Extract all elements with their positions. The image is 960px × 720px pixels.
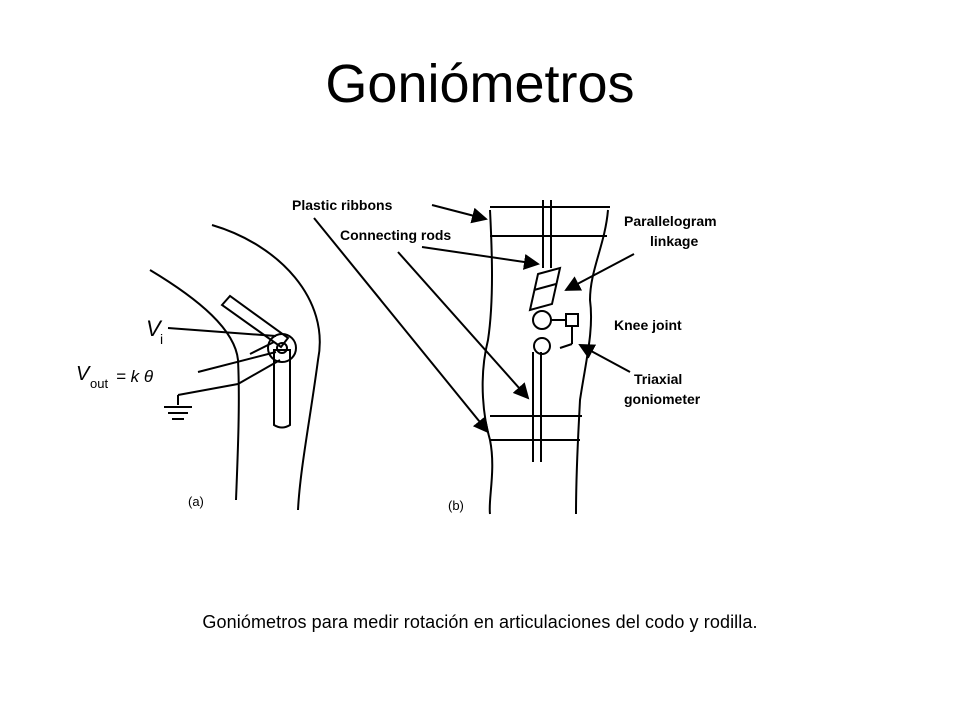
plastic-ribbons-label: Plastic ribbons bbox=[292, 197, 393, 213]
parallelogram-label-1: Parallelogram bbox=[624, 213, 717, 229]
goniometer-pot-1 bbox=[532, 310, 552, 330]
parallelogram-linkage bbox=[528, 266, 562, 312]
lower-rod bbox=[273, 349, 291, 429]
figure-caption: Goniómetros para medir rotación en artic… bbox=[202, 612, 758, 632]
svg-text:V: V bbox=[146, 316, 163, 341]
leg-outline-right bbox=[575, 209, 609, 515]
triaxial-label-1: Triaxial bbox=[634, 371, 682, 387]
knee-diagram bbox=[481, 200, 610, 515]
panel-b-label: (b) bbox=[448, 498, 464, 513]
knee-joint-label: Knee joint bbox=[614, 317, 682, 333]
svg-text:i: i bbox=[160, 331, 163, 347]
panel-a-label: (a) bbox=[188, 494, 204, 509]
leg-outline-left bbox=[481, 209, 494, 515]
leader-lines bbox=[313, 204, 635, 434]
arm-outline-inner bbox=[149, 269, 240, 501]
svg-text:out: out bbox=[90, 376, 108, 391]
potentiometer-joint bbox=[267, 333, 297, 363]
elbow-diagram bbox=[149, 224, 321, 511]
parallelogram-label-2: linkage bbox=[650, 233, 698, 249]
vi-label: V i bbox=[146, 316, 163, 347]
svg-text:= k θ: = k θ bbox=[116, 367, 154, 386]
vout-label: V out = k θ bbox=[76, 363, 154, 391]
goniometer-pot-3 bbox=[533, 337, 551, 355]
slide-title: Goniómetros bbox=[325, 54, 635, 114]
svg-text:V: V bbox=[76, 363, 91, 385]
upper-rod bbox=[220, 294, 290, 349]
triaxial-label-2: goniometer bbox=[624, 391, 701, 407]
connecting-rods-label: Connecting rods bbox=[340, 227, 451, 243]
arm-outline-outer bbox=[211, 224, 321, 511]
goniometer-pot-2 bbox=[565, 313, 579, 327]
